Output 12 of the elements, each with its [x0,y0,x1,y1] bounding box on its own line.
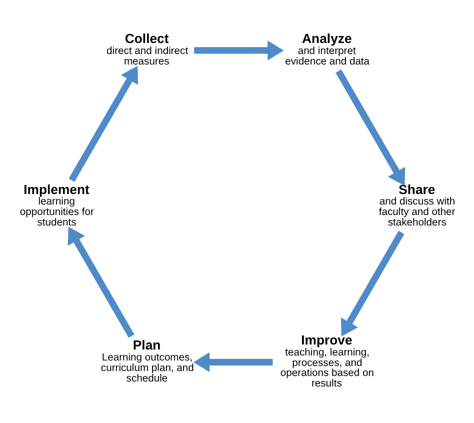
node-text: Implement learning opportunities for students [20,182,94,228]
node-text: Analyze and interpret evidence and data [285,31,370,68]
node-text: Improve teaching, learning, processes, and operations based on results [280,332,374,390]
arrow [194,40,284,60]
node-text: Plan Learning outcomes, curriculum plan, and schedule [100,338,194,384]
arrow [336,70,406,186]
node-text: Share and discuss with faculty and other stakeholders [378,182,456,228]
arrow [68,66,138,182]
arrow [193,352,273,372]
node-text: Collect direct and indirect measures [106,31,188,68]
arrow [68,226,134,338]
arrow [340,230,404,336]
